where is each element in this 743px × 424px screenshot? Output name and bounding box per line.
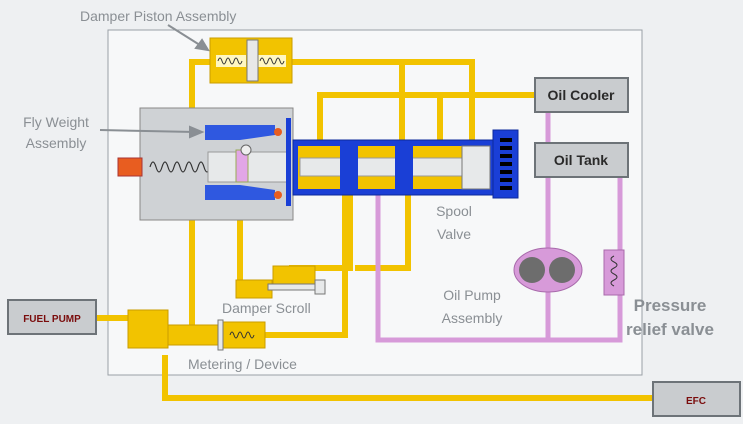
fly-weight-assembly	[117, 107, 294, 221]
damper-scroll	[235, 265, 326, 299]
oil-pump-label-1: Oil Pump	[443, 287, 501, 303]
spool-label-1: Spool	[436, 203, 472, 219]
fuel-pump-label: FUEL PUMP	[23, 314, 81, 325]
oil-pump-assembly	[513, 247, 583, 293]
oil-tank-box: Oil Tank	[534, 142, 629, 178]
spool-valve	[292, 129, 519, 199]
oil-cooler-label: Oil Cooler	[548, 87, 615, 103]
damper-piston-assembly	[209, 37, 293, 84]
pressure-relief-valve	[603, 249, 625, 296]
fly-weight-label-2: Assembly	[26, 135, 87, 151]
fuel-pump-box: FUEL PUMP	[7, 299, 97, 335]
spool-label-2: Valve	[437, 226, 471, 242]
efc-box: EFC	[652, 381, 741, 417]
oil-cooler-box: Oil Cooler	[534, 77, 629, 113]
damper-piston-label: Damper Piston Assembly	[80, 8, 236, 24]
pressure-label-1: Pressure	[634, 296, 707, 315]
callout-arrows	[99, 24, 210, 139]
pressure-label-2: relief valve	[626, 320, 714, 339]
damper-scroll-label: Damper Scroll	[222, 300, 311, 316]
metering-device	[127, 309, 266, 351]
fly-weight-label-1: Fly Weight	[23, 114, 89, 130]
oil-tank-label: Oil Tank	[554, 152, 608, 168]
metering-label: Metering / Device	[188, 356, 297, 372]
efc-label: EFC	[686, 396, 706, 407]
oil-pump-label-2: Assembly	[442, 310, 503, 326]
